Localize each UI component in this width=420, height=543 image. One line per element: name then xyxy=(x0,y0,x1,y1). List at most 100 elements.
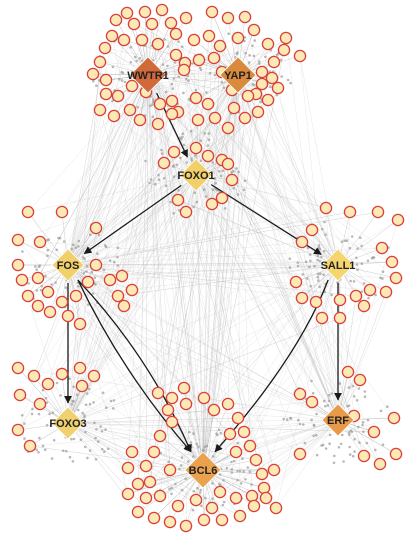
hub-label: BCL6 xyxy=(189,465,218,477)
target-gene-node xyxy=(343,205,357,219)
background-edge xyxy=(202,49,285,471)
background-edge xyxy=(87,174,197,283)
background-edge xyxy=(195,174,361,381)
satellite-node xyxy=(220,174,223,178)
satellite-node xyxy=(306,246,310,250)
background-edge xyxy=(17,367,69,424)
background-edge xyxy=(275,264,339,509)
satellite-node xyxy=(103,244,107,247)
target-gene-node xyxy=(225,173,239,187)
background-edge xyxy=(202,37,287,471)
satellite-node xyxy=(206,144,210,147)
satellite-node xyxy=(160,148,163,152)
target-gene-node xyxy=(93,55,107,69)
satellite-node xyxy=(82,256,85,259)
satellite-node xyxy=(297,418,300,422)
satellite-node xyxy=(87,303,90,306)
satellite-node xyxy=(288,257,292,261)
background-edge xyxy=(67,301,317,424)
satellite-node xyxy=(298,422,302,426)
satellite-node xyxy=(213,177,217,180)
satellite-node xyxy=(225,466,229,470)
satellite-node xyxy=(243,179,247,183)
satellite-node xyxy=(193,154,197,157)
satellite-node xyxy=(136,105,139,109)
satellite-node xyxy=(357,425,360,429)
satellite-node xyxy=(62,240,66,243)
background-edge xyxy=(27,174,197,213)
satellite-node xyxy=(161,63,165,66)
hub-diamond xyxy=(184,451,222,489)
background-edge xyxy=(61,74,149,213)
satellite-node xyxy=(198,66,202,70)
target-gene-nodes xyxy=(11,3,405,533)
background-edge xyxy=(67,401,313,424)
satellite-node xyxy=(328,442,331,446)
background-edge xyxy=(214,117,339,266)
target-gene-node xyxy=(165,391,179,405)
satellite-node xyxy=(252,83,256,87)
satellite-node xyxy=(70,403,74,406)
satellite-node xyxy=(31,407,34,411)
satellite-node xyxy=(302,423,305,426)
satellite-node xyxy=(85,270,88,273)
satellite-node xyxy=(323,399,326,403)
background-edge xyxy=(126,12,339,266)
target-gene-node xyxy=(127,17,141,31)
target-gene-node xyxy=(107,109,121,123)
satellite-node xyxy=(230,468,234,471)
target-gene-node xyxy=(205,501,219,515)
satellite-node xyxy=(315,433,318,437)
satellite-node xyxy=(330,293,333,297)
background-edge xyxy=(195,174,355,417)
target-gene-node xyxy=(255,467,269,481)
satellite-node xyxy=(264,55,267,59)
target-gene-node xyxy=(147,511,161,525)
background-edge xyxy=(195,174,327,209)
satellite-node xyxy=(353,437,356,441)
satellite-node xyxy=(343,239,347,242)
satellite-node xyxy=(333,454,336,458)
satellite-node xyxy=(339,442,343,446)
satellite-node xyxy=(350,430,354,434)
background-edge xyxy=(67,264,357,297)
satellite-node xyxy=(43,448,47,452)
satellite-node xyxy=(347,386,351,389)
background-edge xyxy=(67,17,187,266)
background-edge xyxy=(67,422,375,433)
target-gene-node xyxy=(117,299,131,313)
hub-diamond xyxy=(51,406,85,440)
satellite-node xyxy=(215,444,219,448)
satellite-node xyxy=(35,448,38,452)
target-gene-node xyxy=(269,501,283,515)
satellite-node xyxy=(219,483,222,487)
satellite-node xyxy=(121,71,125,75)
satellite-node xyxy=(192,432,195,436)
satellite-node xyxy=(326,404,330,407)
background-edge xyxy=(147,74,263,475)
satellite-node xyxy=(182,143,186,147)
background-edge xyxy=(87,74,149,283)
satellite-node xyxy=(305,277,309,280)
satellite-node xyxy=(342,460,345,463)
satellite-node xyxy=(157,178,161,181)
background-edge xyxy=(67,103,209,266)
satellite-node xyxy=(341,433,344,437)
satellite-node xyxy=(353,450,356,453)
target-gene-node xyxy=(357,299,371,313)
satellite-node xyxy=(162,177,166,180)
satellite-node xyxy=(89,233,92,236)
satellite-node xyxy=(232,170,235,173)
background-edge xyxy=(87,264,339,283)
satellite-node xyxy=(108,259,112,262)
target-gene-node xyxy=(117,33,131,47)
background-edge xyxy=(195,174,301,455)
satellite-node xyxy=(95,84,98,87)
background-edge xyxy=(67,264,221,493)
target-gene-node xyxy=(11,423,25,437)
satellite-node xyxy=(48,412,51,416)
satellite-node xyxy=(74,246,78,249)
background-edge xyxy=(202,291,387,471)
satellite-node xyxy=(44,274,47,278)
target-gene-node xyxy=(43,305,57,319)
